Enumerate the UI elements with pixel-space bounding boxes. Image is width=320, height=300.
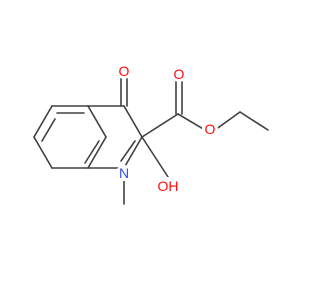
hydroxyl-label: OH	[157, 178, 178, 194]
ester-oxygen-label: O	[205, 121, 216, 137]
atom-bg	[202, 121, 218, 137]
atom-bg	[155, 177, 181, 195]
bond	[141, 136, 171, 181]
structure-canvas: O O O OH N	[33, 63, 269, 205]
bond	[177, 113, 206, 131]
bond	[123, 136, 143, 169]
bond	[87, 136, 107, 169]
atom-bg	[171, 66, 187, 82]
double-bond-inner	[120, 140, 136, 162]
hydroxyl-hydrogen: H	[168, 178, 178, 194]
bond	[123, 105, 143, 138]
atom-bg	[116, 63, 132, 79]
molecule-diagram: O O O OH N	[33, 63, 269, 205]
bond	[239, 111, 269, 131]
hydroxyl-oxygen: O	[157, 178, 168, 194]
double-bond-inner	[84, 140, 100, 164]
double-bond-inner	[41, 118, 56, 142]
bond	[214, 111, 241, 131]
ketone-oxygen-label: O	[119, 63, 130, 79]
bond-group	[33, 75, 269, 205]
bond	[87, 105, 107, 138]
atom-bg	[116, 165, 132, 181]
nitrogen-label: N	[119, 165, 129, 181]
ester-carbonyl-oxygen-label: O	[174, 66, 185, 82]
bond	[141, 113, 179, 138]
bond	[33, 136, 53, 169]
atom-labels: O O O OH N	[116, 63, 218, 195]
bond	[33, 105, 53, 138]
